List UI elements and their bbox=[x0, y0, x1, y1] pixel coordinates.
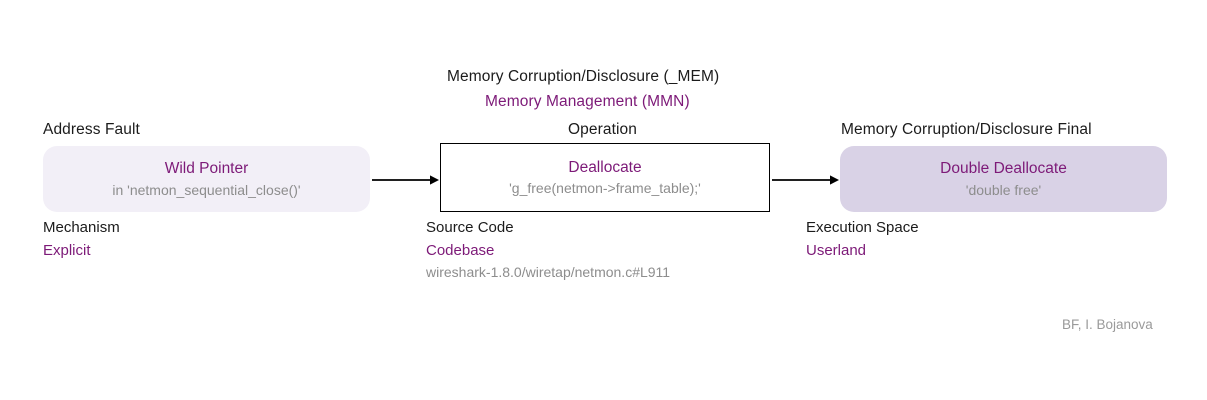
arrow-operation-to-final bbox=[772, 173, 840, 185]
meta-label-source-code: Source Code bbox=[426, 219, 514, 236]
meta-value-mechanism: Explicit bbox=[43, 242, 91, 259]
node-deallocate-title: Deallocate bbox=[568, 158, 642, 176]
node-wild-pointer-subtitle: in 'netmon_sequential_close()' bbox=[112, 181, 301, 198]
node-double-deallocate[interactable]: Double Deallocate 'double free' bbox=[840, 146, 1167, 212]
arrow-fault-to-operation bbox=[372, 173, 440, 185]
diagram-title: Memory Corruption/Disclosure (_MEM) bbox=[447, 68, 720, 85]
diagram-subtitle: Memory Management (MMN) bbox=[485, 93, 690, 110]
meta-label-mechanism: Mechanism bbox=[43, 219, 120, 236]
node-deallocate[interactable]: Deallocate 'g_free(netmon->frame_table);… bbox=[440, 143, 770, 212]
node-header-operation: Operation bbox=[568, 121, 637, 138]
node-wild-pointer-title: Wild Pointer bbox=[164, 160, 249, 178]
node-header-final: Memory Corruption/Disclosure Final bbox=[841, 121, 1092, 138]
node-header-address-fault: Address Fault bbox=[43, 121, 140, 138]
node-double-deallocate-subtitle: 'double free' bbox=[965, 181, 1042, 198]
meta-label-execution-space: Execution Space bbox=[806, 219, 919, 236]
node-wild-pointer[interactable]: Wild Pointer in 'netmon_sequential_close… bbox=[43, 146, 370, 212]
meta-value-execution-space: Userland bbox=[806, 242, 867, 259]
node-double-deallocate-title: Double Deallocate bbox=[940, 160, 1067, 178]
meta-value-source-code: Codebase bbox=[426, 242, 495, 259]
meta-sub-source-path: wireshark-1.8.0/wiretap/netmon.c#L911 bbox=[426, 264, 671, 280]
credit-attribution: BF, I. Bojanova bbox=[1062, 317, 1153, 332]
node-deallocate-subtitle: 'g_free(netmon->frame_table);' bbox=[509, 180, 701, 197]
